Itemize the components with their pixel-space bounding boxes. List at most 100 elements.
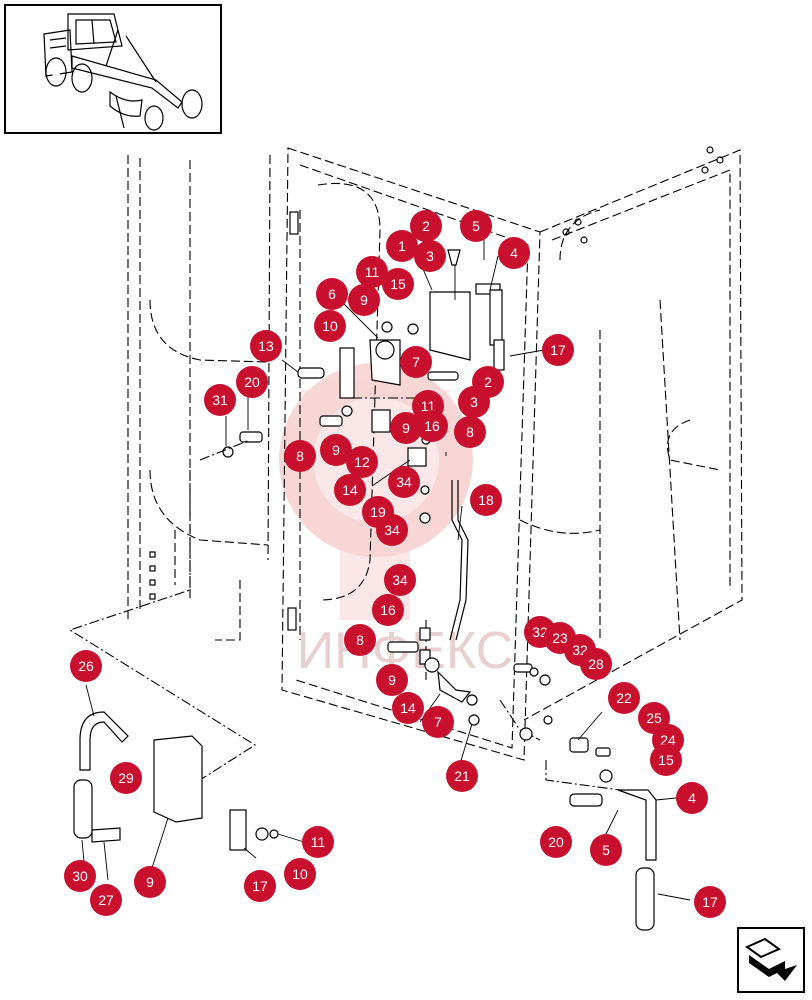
svg-text:20: 20 [244,374,260,390]
svg-text:34: 34 [396,474,412,490]
callout-14: 14 [334,474,366,506]
machine-thumbnail [4,4,222,134]
svg-text:15: 15 [658,752,674,768]
callout-34: 34 [388,466,420,498]
svg-text:26: 26 [78,658,94,674]
svg-text:11: 11 [421,398,436,414]
svg-text:21: 21 [454,768,470,784]
svg-text:23: 23 [552,630,568,646]
callout-17: 17 [694,886,726,918]
svg-text:4: 4 [510,245,518,261]
svg-text:17: 17 [702,894,718,910]
callout-34: 34 [384,564,416,596]
callout-3: 3 [414,240,446,272]
callout-17: 17 [542,334,574,366]
svg-text:3: 3 [426,248,434,264]
callout-4: 4 [676,782,708,814]
svg-text:8: 8 [356,632,364,648]
svg-text:16: 16 [380,602,396,618]
handle-left [73,711,279,851]
svg-text:31: 31 [212,392,228,408]
callout-12: 12 [346,446,378,478]
callout-14: 14 [392,692,424,724]
callout-16: 16 [372,594,404,626]
svg-text:9: 9 [360,292,368,308]
callout-27: 27 [90,884,122,916]
svg-text:32: 32 [532,624,548,640]
svg-text:4: 4 [688,790,696,806]
callout-31: 31 [204,384,236,416]
svg-text:11: 11 [365,264,380,280]
svg-text:8: 8 [296,448,304,464]
callout-9: 9 [376,664,408,696]
next-page-button[interactable] [737,927,805,993]
callout-5: 5 [590,834,622,866]
svg-text:9: 9 [146,874,154,890]
callout-7: 7 [400,346,432,378]
callout-11: 11 [356,256,388,288]
callout-8: 8 [454,416,486,448]
callout-2: 2 [410,210,442,242]
rear-panel [519,146,743,721]
svg-text:5: 5 [472,218,480,234]
svg-text:18: 18 [478,492,494,508]
svg-text:2: 2 [422,218,430,234]
svg-text:27: 27 [98,892,114,908]
svg-text:5: 5 [602,842,610,858]
svg-text:7: 7 [412,354,420,370]
svg-text:29: 29 [118,770,134,786]
handle-right [617,789,657,931]
arrow-right-icon [744,937,797,981]
callout-22: 22 [608,682,640,714]
callout-15: 15 [382,268,414,300]
svg-text:17: 17 [252,878,268,894]
svg-text:9: 9 [388,672,396,688]
svg-text:15: 15 [390,276,406,292]
callout-4: 4 [498,237,530,269]
svg-text:10: 10 [292,866,308,882]
callout-1: 1 [386,230,418,262]
callout-6: 6 [316,278,348,310]
callout-18: 18 [470,484,502,516]
callout-29: 29 [110,762,142,794]
callout-8: 8 [344,624,376,656]
svg-text:8: 8 [466,424,474,440]
callout-21: 21 [446,760,478,792]
svg-text:14: 14 [342,482,358,498]
svg-text:30: 30 [72,868,88,884]
latch-assembly-upper [222,249,505,524]
svg-text:20: 20 [548,834,564,850]
svg-text:14: 14 [400,700,416,716]
svg-text:1: 1 [398,238,406,254]
svg-text:28: 28 [588,656,604,672]
svg-text:10: 10 [322,318,338,334]
svg-text:12: 12 [354,454,370,470]
svg-text:19: 19 [370,504,386,520]
callout-10: 10 [284,858,316,890]
callout-15: 15 [650,744,682,776]
svg-text:13: 13 [258,338,274,354]
callout-20: 20 [540,826,572,858]
callout-16: 16 [416,410,448,442]
callout-7: 7 [422,706,454,738]
callout-9: 9 [348,284,380,316]
callout-17: 17 [244,870,276,902]
callout-9: 9 [390,412,422,444]
svg-text:2: 2 [484,374,492,390]
svg-text:7: 7 [434,714,442,730]
callout-30: 30 [64,860,96,892]
callout-20: 20 [236,366,268,398]
callout-11: 11 [302,826,334,858]
svg-text:22: 22 [616,690,632,706]
svg-text:9: 9 [332,442,340,458]
svg-text:24: 24 [660,732,676,748]
svg-text:9: 9 [402,420,410,436]
svg-text:34: 34 [392,572,408,588]
svg-text:3: 3 [470,394,478,410]
callout-13: 13 [250,330,282,362]
callout-28: 28 [580,648,612,680]
svg-text:25: 25 [646,710,662,726]
motor-grader-icon [43,13,203,131]
